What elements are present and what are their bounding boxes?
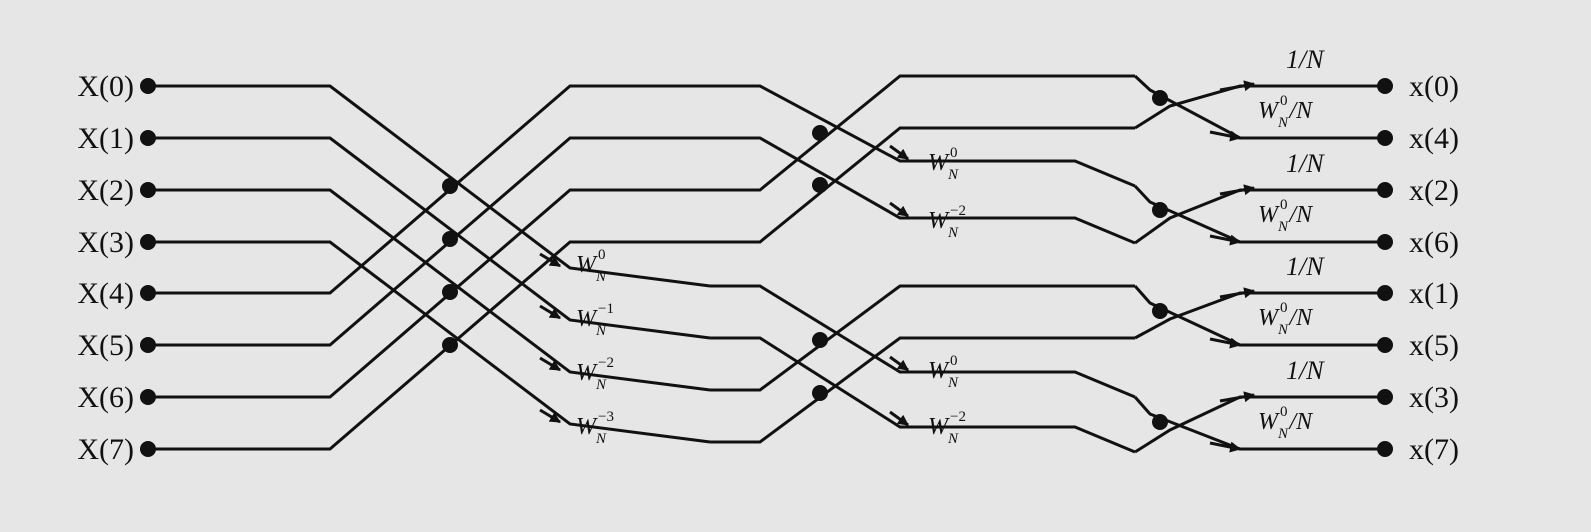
- stage1-line: [148, 188, 711, 392]
- butterfly-node: [812, 125, 828, 141]
- stage2-weight-label: WN0: [928, 353, 959, 391]
- output-label: x(0): [1409, 70, 1459, 103]
- stage3-weight-label: 1/N: [1286, 149, 1325, 178]
- stage3-weight-label: WN0/N: [1258, 300, 1314, 338]
- input-node: [140, 285, 156, 301]
- butterfly-node: [442, 231, 458, 247]
- arrow-icon: [539, 304, 561, 320]
- input-node: [140, 234, 156, 250]
- input-label: X(3): [77, 226, 134, 259]
- butterfly-node: [1152, 202, 1168, 218]
- stage2-line: [710, 84, 1136, 188]
- input-node: [140, 78, 156, 94]
- butterfly-node: [812, 385, 828, 401]
- arrow-icon: [1209, 441, 1242, 453]
- input-node: [140, 130, 156, 146]
- output-label: x(7): [1409, 433, 1459, 466]
- arrow-icon: [539, 356, 561, 372]
- stage2-line: [710, 284, 1135, 392]
- output-node: [1377, 78, 1393, 94]
- input-label: X(1): [77, 122, 134, 155]
- output-node: [1377, 441, 1393, 457]
- input-label: X(2): [77, 174, 134, 207]
- stage3-weight-label: 1/N: [1286, 45, 1325, 74]
- input-label: X(7): [77, 433, 134, 466]
- arrow-icon: [1219, 391, 1256, 403]
- butterfly-node: [1152, 303, 1168, 319]
- input-label: X(4): [77, 277, 134, 310]
- input-node: [140, 389, 156, 405]
- arrow-icon: [539, 408, 561, 424]
- stage2-line: [710, 336, 1136, 454]
- output-node: [1377, 337, 1393, 353]
- output-label: x(1): [1409, 277, 1459, 310]
- arrow-icon: [1219, 287, 1256, 299]
- output-node: [1377, 285, 1393, 301]
- stage2-line: [710, 336, 1135, 444]
- stage2-weight-label: WN0: [928, 145, 959, 183]
- stage3-line: [1133, 74, 1385, 140]
- stage3-line: [1134, 395, 1385, 454]
- stage2-line: [710, 284, 1136, 399]
- stage1-weight-label: WN−1: [576, 301, 614, 339]
- butterfly-node: [1152, 90, 1168, 106]
- output-label: x(6): [1409, 226, 1459, 259]
- output-node: [1377, 130, 1393, 146]
- butterfly-node: [812, 177, 828, 193]
- butterfly-node: [1152, 414, 1168, 430]
- output-label: x(2): [1409, 174, 1459, 207]
- arrow-icon: [1219, 80, 1256, 92]
- stage1-line: [148, 84, 711, 288]
- stage1-weight-label: WN−2: [576, 355, 614, 393]
- butterfly-node: [442, 284, 458, 300]
- stage1-weight-label: WN−3: [576, 409, 614, 447]
- stage3-weight-label: WN0/N: [1258, 197, 1314, 235]
- arrow-icon: [889, 355, 909, 372]
- stage3-weight-label: WN0/N: [1258, 404, 1314, 442]
- input-label: X(6): [77, 381, 134, 414]
- butterfly-node: [442, 178, 458, 194]
- output-label: x(5): [1409, 329, 1459, 362]
- arrow-icon: [889, 201, 909, 218]
- arrow-icon: [1209, 337, 1242, 349]
- stage2-weight-label: WN−2: [928, 409, 966, 447]
- input-node: [140, 441, 156, 457]
- stage1-line: [148, 240, 711, 444]
- stage3-line: [1134, 188, 1385, 245]
- stage3-line: [1133, 285, 1385, 347]
- input-node: [140, 182, 156, 198]
- output-label: x(3): [1409, 381, 1459, 414]
- arrow-icon: [1209, 234, 1242, 246]
- stage1-line: [148, 136, 711, 340]
- stage2-line: [710, 126, 1135, 244]
- stage3-line: [1133, 396, 1385, 451]
- stage2-weight-label: WN−2: [928, 203, 966, 241]
- stage3-line: [1133, 184, 1385, 244]
- stage3-weight-label: 1/N: [1286, 356, 1325, 385]
- stage2-line: [710, 74, 1135, 192]
- arrow-icon: [1209, 130, 1242, 142]
- stage3-line: [1134, 84, 1385, 130]
- input-label: X(0): [77, 70, 134, 103]
- arrow-icon: [889, 410, 909, 427]
- arrow-icon: [1219, 184, 1256, 196]
- stage3-weight-label: 1/N: [1286, 252, 1325, 281]
- stage1-weight-label: WN0: [576, 247, 607, 285]
- input-node: [140, 337, 156, 353]
- input-label: X(5): [77, 329, 134, 362]
- stage3-line: [1134, 291, 1385, 340]
- stage2-line: [710, 136, 1136, 245]
- butterfly-node: [812, 332, 828, 348]
- output-label: x(4): [1409, 122, 1459, 155]
- arrow-icon: [889, 144, 909, 161]
- butterfly-node: [442, 337, 458, 353]
- output-node: [1377, 234, 1393, 250]
- output-node: [1377, 389, 1393, 405]
- output-node: [1377, 182, 1393, 198]
- stage3-weight-label: WN0/N: [1258, 93, 1314, 131]
